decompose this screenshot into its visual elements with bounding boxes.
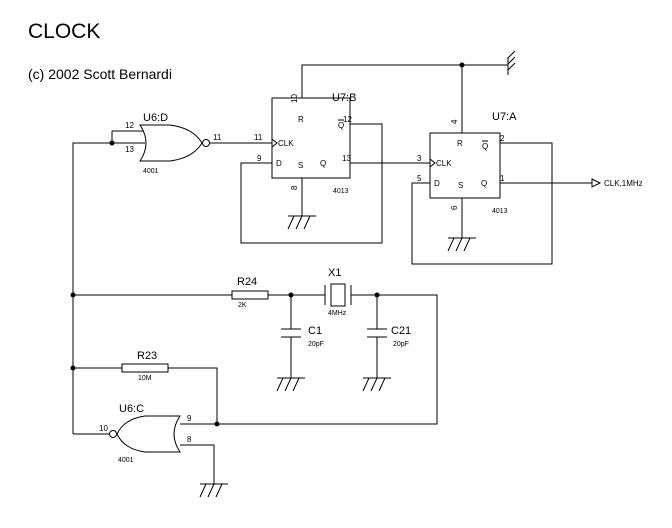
u6c-pin-in2: 8	[187, 435, 192, 444]
r23-ref: R23	[137, 350, 157, 362]
r24-resistor: R24 2K	[231, 276, 269, 309]
c1-value: 20pF	[308, 341, 324, 348]
u7b-pin-d: 9	[257, 154, 262, 163]
u6c-nor-gate: U6:C 9 8 10 4001	[99, 403, 192, 464]
junction-dot	[109, 140, 115, 146]
u7b-label-clk: CLK	[278, 139, 294, 148]
r23-value: 10M	[138, 375, 152, 382]
c1-ref: C1	[308, 325, 322, 337]
junctions	[70, 62, 465, 427]
nor-gate-icon	[116, 415, 181, 453]
u7b-label-r: R	[298, 115, 304, 124]
x1-ref: X1	[328, 267, 341, 279]
r24-value: 2K	[238, 302, 247, 309]
u7b-label-qbar: Q	[338, 121, 344, 130]
u7b-ref: U7:B	[332, 92, 356, 104]
u7b-pin-qbar: 12	[343, 115, 352, 124]
u6c-pin-in1: 9	[187, 414, 192, 423]
u6d-ref: U6:D	[143, 112, 168, 124]
u7a-pin-r: 4	[450, 119, 459, 124]
inverter-bubble-icon	[202, 139, 210, 147]
junction-dot	[374, 292, 380, 298]
nor-gate-icon	[139, 124, 203, 162]
c21-ref: C21	[391, 325, 411, 337]
u7a-label-clk: CLK	[436, 159, 452, 168]
junction-dot	[70, 365, 76, 371]
u7a-body	[429, 132, 501, 199]
copyright-note: (c) 2002 Scott Bernardi	[28, 66, 172, 82]
u7b-label-d: D	[276, 159, 282, 168]
u6d-pin-in2: 13	[125, 145, 134, 154]
u7a-pin-d: 5	[417, 174, 422, 183]
u7a-label-r: R	[457, 139, 463, 148]
u7b-pin-s: 8	[290, 185, 299, 190]
junction-dot	[288, 292, 294, 298]
c1-capacitor: C1 20pF	[281, 325, 324, 348]
crystal-icon	[330, 283, 346, 307]
u7a-pin-clk: 3	[417, 154, 422, 163]
u6d-pin-out: 11	[213, 133, 222, 142]
junction-dot	[459, 62, 465, 68]
u7b-label-s: S	[298, 161, 303, 170]
output-net-label: CLK,1MHz	[604, 179, 643, 188]
u7a-pin-q: 1	[500, 174, 505, 183]
u7a-ref: U7:A	[492, 111, 517, 123]
u6c-pin-out: 10	[99, 424, 108, 433]
resistor-icon	[121, 363, 169, 373]
u7a-label-s: S	[458, 181, 463, 190]
u7a-label-qbar: Q	[482, 142, 488, 151]
u7a-part: 4013	[492, 208, 508, 215]
u6c-part: 4001	[118, 457, 134, 464]
ground-u6c-icon	[199, 483, 228, 498]
u7b-body	[271, 97, 351, 179]
u7b-pin-r: 10	[290, 94, 299, 103]
schematic-title: CLOCK	[28, 20, 100, 43]
u6d-pin-in1: 12	[125, 121, 134, 130]
ground-c1-icon	[276, 377, 305, 392]
u7b-part: 4013	[333, 188, 349, 195]
u6d-part: 4001	[143, 168, 159, 175]
u7b-label-q: Q	[320, 159, 326, 168]
u7b-pin-clk: 11	[254, 133, 263, 142]
c21-value: 20pF	[393, 341, 409, 348]
junction-dot	[70, 292, 76, 298]
ground-u7a-icon	[447, 237, 476, 252]
output-port: CLK,1MHz	[591, 178, 643, 188]
u7a-pin-s: 6	[450, 205, 459, 210]
u7a-label-q: Q	[481, 179, 487, 188]
c21-capacitor: C21 20pF	[367, 325, 411, 348]
wires	[72, 64, 592, 484]
r24-ref: R24	[237, 276, 257, 288]
u6c-ref: U6:C	[119, 403, 144, 415]
x1-value: 4MHz	[328, 310, 347, 317]
resistor-icon	[231, 290, 269, 300]
ground-c21-icon	[362, 377, 391, 392]
ground-u7b-icon	[287, 215, 316, 230]
u7b-pin-q: 13	[342, 154, 351, 163]
u6d-nor-gate: U6:D 12 13 11 4001	[125, 112, 222, 175]
u7a-pin-qbar: 2	[500, 134, 505, 143]
r23-resistor: R23 10M	[121, 350, 169, 382]
ground-top-icon	[507, 50, 516, 75]
inverter-bubble-icon	[109, 430, 117, 438]
junction-dot	[214, 421, 220, 427]
u7b-flipflop: U7:B 10 R Q 12 CLK 11 D 9 S Q 13 8 4013	[254, 92, 356, 195]
u7a-label-d: D	[434, 179, 440, 188]
x1-crystal: X1 4MHz	[324, 267, 352, 317]
u7a-flipflop: U7:A 4 R Q 2 CLK 3 D 5 S Q 1 6 4013	[417, 111, 517, 215]
output-arrow-icon	[591, 178, 602, 188]
